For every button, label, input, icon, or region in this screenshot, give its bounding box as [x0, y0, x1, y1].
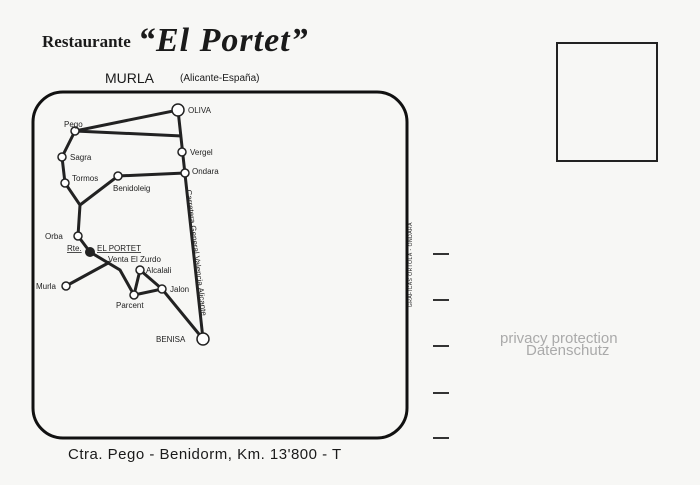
label-el-portet: EL PORTET	[97, 244, 141, 253]
address-line	[433, 345, 449, 347]
watermark-line1: privacy protection	[500, 330, 618, 347]
title-prefix: Restaurante	[42, 32, 131, 51]
address-line	[433, 392, 449, 394]
label-murla: Murla	[36, 282, 57, 291]
label-oliva: OLIVA	[188, 106, 212, 115]
address-line	[433, 253, 449, 255]
label-benisa: BENISA	[156, 335, 186, 344]
road-address: Ctra. Pego - Benidorm, Km. 13'800 - T	[68, 446, 342, 463]
label-jalon: Jalon	[170, 285, 189, 294]
label-orba: Orba	[45, 232, 63, 241]
label-ondara: Ondara	[192, 167, 219, 176]
region: (Alicante-España)	[180, 73, 260, 84]
stamp-box	[556, 42, 658, 162]
printer-credit: GRÁFICAS ORTOLÁ - ONDARA	[408, 222, 414, 308]
label-alcalali: Alcalali	[146, 266, 172, 275]
label-tormos: Tormos	[72, 174, 98, 183]
town-markers	[57, 103, 210, 346]
restaurant-name: “El Portet”	[138, 22, 309, 59]
restaurant-marker	[85, 247, 95, 257]
town: MURLA	[105, 70, 155, 86]
address-line	[433, 437, 449, 439]
label-vergel: Vergel	[190, 148, 213, 157]
label-venta: Venta El Zurdo	[108, 255, 161, 264]
label-pego: Pego	[64, 120, 83, 129]
watermark-line2: Datenschutz	[526, 342, 610, 359]
label-sagra: Sagra	[70, 153, 92, 162]
label-rte: Rte.	[67, 244, 82, 253]
route-map: OLIVA Pego Sagra Tormos Benidoleig Verge…	[31, 90, 409, 440]
map-frame	[31, 90, 409, 440]
label-parcent: Parcent	[116, 301, 144, 310]
address-line	[433, 299, 449, 301]
label-benidoleig: Benidoleig	[113, 184, 150, 193]
label-highway: Carretera General Valencia Alicante	[184, 189, 208, 317]
